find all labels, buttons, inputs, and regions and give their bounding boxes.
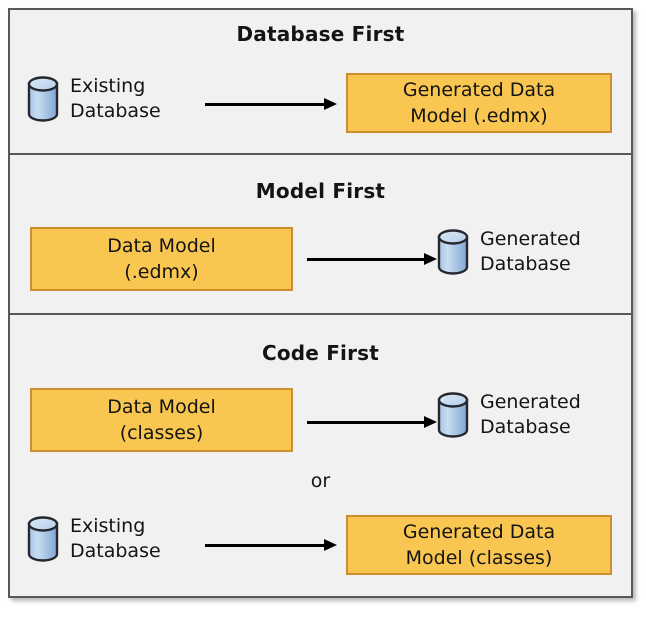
data-model-classes-box: Data Model (classes) bbox=[30, 388, 293, 452]
generated-database-label: Generated Database bbox=[480, 391, 581, 438]
panel-title-database-first: Database First bbox=[236, 22, 405, 46]
data-model-edmx-box: Data Model (.edmx) bbox=[30, 227, 293, 291]
database-icon bbox=[437, 229, 469, 275]
generated-data-model-classes-box: Generated Data Model (classes) bbox=[346, 515, 612, 575]
arrow-head-icon bbox=[424, 253, 437, 265]
existing-database-label: Existing Database bbox=[70, 515, 161, 562]
generated-database-entity: Generated Database bbox=[435, 227, 581, 277]
database-icon bbox=[27, 76, 59, 122]
generated-data-model-edmx-box: Generated Data Model (.edmx) bbox=[346, 73, 612, 133]
panel-database-first: Database First Existing Database Generat… bbox=[8, 8, 633, 155]
flow-arrow bbox=[205, 538, 337, 552]
arrow-shaft bbox=[307, 420, 424, 424]
generated-database-entity: Generated Database bbox=[435, 390, 581, 440]
arrow-shaft bbox=[307, 257, 424, 261]
panel-code-first: Code First Data Model (classes) Generate… bbox=[8, 313, 633, 598]
or-separator-label: or bbox=[310, 470, 331, 492]
existing-database-label: Existing Database bbox=[70, 75, 161, 122]
arrow-head-icon bbox=[324, 98, 337, 110]
database-icon bbox=[437, 392, 469, 438]
generated-database-label: Generated Database bbox=[480, 228, 581, 275]
flow-arrow bbox=[205, 97, 337, 111]
ef-approaches-diagram: Database First Existing Database Generat… bbox=[8, 8, 633, 598]
database-icon bbox=[27, 516, 59, 562]
panel-model-first: Model First Data Model (.edmx) Generated… bbox=[8, 153, 633, 315]
arrow-shaft bbox=[205, 543, 324, 547]
existing-database-entity: Existing Database bbox=[25, 74, 161, 124]
arrow-head-icon bbox=[324, 539, 337, 551]
flow-arrow bbox=[307, 252, 437, 266]
arrow-shaft bbox=[205, 102, 324, 106]
arrow-head-icon bbox=[424, 416, 437, 428]
panel-title-code-first: Code First bbox=[261, 341, 380, 365]
panel-title-model-first: Model First bbox=[255, 179, 386, 203]
existing-database-entity: Existing Database bbox=[25, 514, 161, 564]
flow-arrow bbox=[307, 415, 437, 429]
